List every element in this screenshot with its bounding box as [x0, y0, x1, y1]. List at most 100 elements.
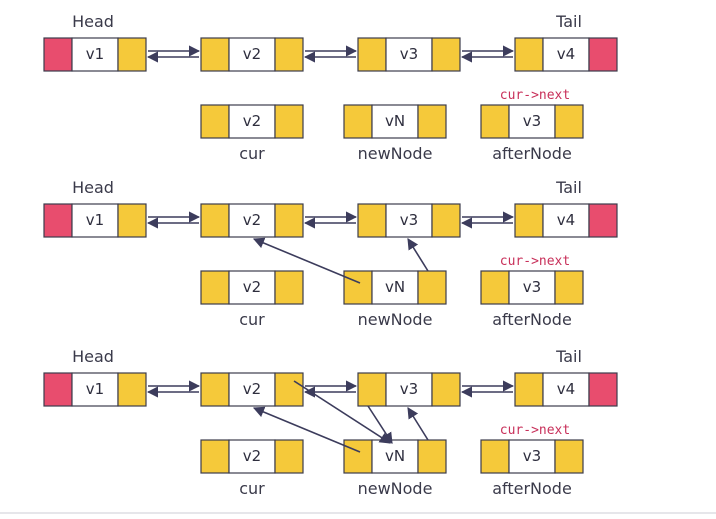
after-node-value-cell — [508, 439, 556, 474]
new-node-label: newNode — [358, 144, 433, 163]
list-node-v4-next-cell — [588, 372, 618, 407]
new-node-prev-cell — [343, 439, 373, 474]
list-node-v2: v2 — [200, 372, 304, 407]
new-node-value-cell — [371, 104, 419, 139]
cur-node: v2 — [200, 270, 304, 305]
list-node-v2-value: v2 — [243, 380, 261, 398]
cur-label: cur — [239, 310, 265, 329]
list-node-v1-value-cell — [71, 37, 119, 72]
new-node-value: vN — [385, 447, 405, 465]
cur-next-label: cur->next — [500, 254, 570, 269]
list-node-v2-prev-cell — [200, 203, 230, 238]
new-node-label: newNode — [358, 310, 433, 329]
list-node-v2-prev-cell — [200, 37, 230, 72]
list-node-v4-next-cell — [588, 37, 618, 72]
newnode-prev-arrow — [252, 237, 361, 284]
after-node-next-cell — [554, 270, 584, 305]
list-node-v1-prev-cell — [43, 203, 73, 238]
list-node-v4-value-cell — [542, 203, 590, 238]
list-node-v1-value-cell — [71, 203, 119, 238]
list-node-v1-next-cell — [117, 372, 147, 407]
list-node-v3-next-cell — [431, 372, 461, 407]
list-node-v2: v2 — [200, 37, 304, 72]
list-node-v1-next-cell — [117, 37, 147, 72]
v3-prev-arrow — [367, 405, 393, 444]
cur-node-prev-cell — [200, 439, 230, 474]
list-node-v4-next-cell — [588, 203, 618, 238]
cur-node-next-cell — [274, 439, 304, 474]
list-node-v2-value-cell — [228, 372, 276, 407]
cur-label: cur — [239, 144, 265, 163]
list-node-v4: v4 — [514, 203, 618, 238]
list-node-v2: v2 — [200, 203, 304, 238]
cur-node-prev-cell — [200, 270, 230, 305]
list-node-v1: v1 — [43, 37, 147, 72]
list-node-v4-value: v4 — [557, 380, 575, 398]
new-node: vN — [343, 439, 447, 474]
list-node-v3-value: v3 — [400, 380, 418, 398]
list-node-v4-prev-cell — [514, 37, 544, 72]
list-node-v3-next-cell — [431, 37, 461, 72]
list-node-v3-next-cell — [431, 203, 461, 238]
list-node-v1-next-cell — [117, 203, 147, 238]
list-node-v2-next-cell — [274, 37, 304, 72]
cur-node-value: v2 — [243, 112, 261, 130]
head-label: Head — [72, 347, 114, 366]
list-node-v1-prev-cell — [43, 372, 73, 407]
cur-node: v2 — [200, 104, 304, 139]
after-node-next-cell — [554, 439, 584, 474]
cur-node-prev-cell — [200, 104, 230, 139]
list-node-v3-value: v3 — [400, 211, 418, 229]
list-node-v1-prev-cell — [43, 37, 73, 72]
list-node-v4-value: v4 — [557, 211, 575, 229]
list-node-v4-prev-cell — [514, 203, 544, 238]
cur-node-value-cell — [228, 104, 276, 139]
newnode-next-arrow — [407, 238, 429, 272]
list-node-v2-value-cell — [228, 203, 276, 238]
list-node-v3-prev-cell — [357, 372, 387, 407]
tail-label: Tail — [555, 347, 582, 366]
list-node-v1: v1 — [43, 203, 147, 238]
after-node-prev-cell — [480, 104, 510, 139]
after-node-value: v3 — [523, 112, 541, 130]
list-node-v1: v1 — [43, 372, 147, 407]
cur-node-next-cell — [274, 270, 304, 305]
after-node-label: afterNode — [492, 310, 572, 329]
after-node-next-cell — [554, 104, 584, 139]
new-node-next-cell — [417, 270, 447, 305]
cur-node-value: v2 — [243, 278, 261, 296]
cur-node-next-cell — [274, 104, 304, 139]
list-node-v3-value: v3 — [400, 45, 418, 63]
list-node-v2-next-cell — [274, 372, 304, 407]
cur-node: v2 — [200, 439, 304, 474]
after-node-label: afterNode — [492, 144, 572, 163]
list-node-v1-value: v1 — [86, 45, 104, 63]
list-node-v2-value: v2 — [243, 45, 261, 63]
list-node-v3-prev-cell — [357, 203, 387, 238]
after-node-value-cell — [508, 104, 556, 139]
newnode-next-arrow — [407, 407, 429, 441]
new-node-label: newNode — [358, 479, 433, 498]
after-node: v3 — [480, 439, 584, 474]
head-label: Head — [72, 12, 114, 31]
new-node: vN — [343, 104, 447, 139]
list-node-v4-prev-cell — [514, 372, 544, 407]
new-node-value: vN — [385, 112, 405, 130]
cur-label: cur — [239, 479, 265, 498]
list-node-v3: v3 — [357, 203, 461, 238]
new-node-value-cell — [371, 439, 419, 474]
tail-label: Tail — [555, 12, 582, 31]
list-node-v4-value-cell — [542, 372, 590, 407]
list-node-v2-value: v2 — [243, 211, 261, 229]
v2-next-arrow — [293, 380, 391, 444]
cur-next-label: cur->next — [500, 88, 570, 103]
after-node-value: v3 — [523, 278, 541, 296]
after-node-prev-cell — [480, 270, 510, 305]
list-node-v2-next-cell — [274, 203, 304, 238]
list-node-v3-value-cell — [385, 37, 433, 72]
